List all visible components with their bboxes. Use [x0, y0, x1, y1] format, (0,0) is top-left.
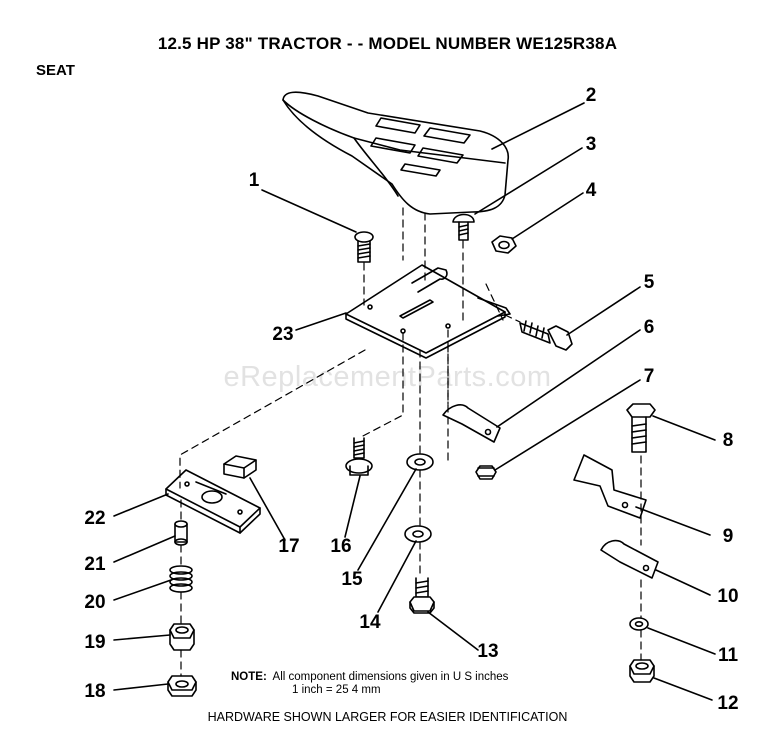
note-line1: All component dimensions given in U S in…: [272, 671, 509, 683]
footer-note: HARDWARE SHOWN LARGER FOR EASIER IDENTIF…: [207, 710, 568, 724]
bumper-part: [223, 455, 257, 479]
callout-20: 20: [84, 592, 105, 613]
seat-pan-part: [345, 264, 511, 359]
callout-21: 21: [84, 554, 106, 575]
callout-23: 23: [272, 324, 293, 345]
nut-part: [491, 235, 517, 254]
nut-part: [167, 675, 197, 697]
callout-19: 19: [84, 632, 105, 653]
section-label: SEAT: [36, 62, 75, 79]
nut-part: [629, 659, 655, 683]
washer-part: [404, 525, 432, 543]
pin-part: [174, 520, 188, 546]
callout-14: 14: [359, 612, 381, 633]
assembly-lines: [179, 207, 642, 677]
washer-part: [629, 617, 649, 631]
callout-4: 4: [586, 180, 597, 201]
callout-15: 15: [341, 569, 363, 590]
nut-part: [169, 623, 195, 651]
callout-13: 13: [477, 641, 498, 662]
callout-5: 5: [644, 272, 655, 293]
callout-numbers: 1 2 3 4 5 6 7 8 9 10 11 12 13 14 15 16 1…: [84, 85, 738, 714]
carriage-bolt-part: [354, 231, 374, 263]
callout-10: 10: [717, 586, 738, 607]
note-line2: 1 inch = 25 4 mm: [292, 684, 381, 696]
callout-1: 1: [249, 170, 260, 191]
hex-bolt-part: [519, 320, 573, 351]
callout-16: 16: [330, 536, 351, 557]
note: NOTE: All component dimensions given in …: [231, 671, 508, 684]
clip-part: [442, 404, 501, 443]
callout-11: 11: [718, 645, 739, 666]
callout-22: 22: [84, 508, 105, 529]
washer-part: [406, 453, 434, 471]
callout-8: 8: [723, 430, 734, 451]
callout-12: 12: [717, 693, 738, 714]
screw-part: [452, 213, 475, 241]
diagram-title: 12.5 HP 38" TRACTOR - - MODEL NUMBER WE1…: [157, 34, 618, 53]
callout-2: 2: [586, 85, 597, 106]
watermark: eReplacementParts.com: [223, 361, 552, 393]
callout-18: 18: [84, 681, 105, 702]
hex-bolt-part: [409, 577, 435, 614]
slide-rail-part: [165, 469, 261, 534]
callout-9: 9: [723, 526, 734, 547]
callout-6: 6: [644, 317, 655, 338]
note-label: NOTE:: [231, 671, 267, 683]
hex-bolt-part: [626, 403, 656, 453]
spring-part: [169, 565, 193, 593]
clip-part: [600, 539, 659, 579]
bracket-part: [573, 454, 647, 519]
leader-lines: [113, 102, 716, 701]
callout-3: 3: [586, 134, 597, 155]
shoulder-bolt-part: [345, 437, 373, 476]
callout-7: 7: [644, 366, 655, 387]
callout-17: 17: [278, 536, 299, 557]
seat-part: [282, 91, 509, 215]
lock-nut-part: [475, 465, 497, 480]
